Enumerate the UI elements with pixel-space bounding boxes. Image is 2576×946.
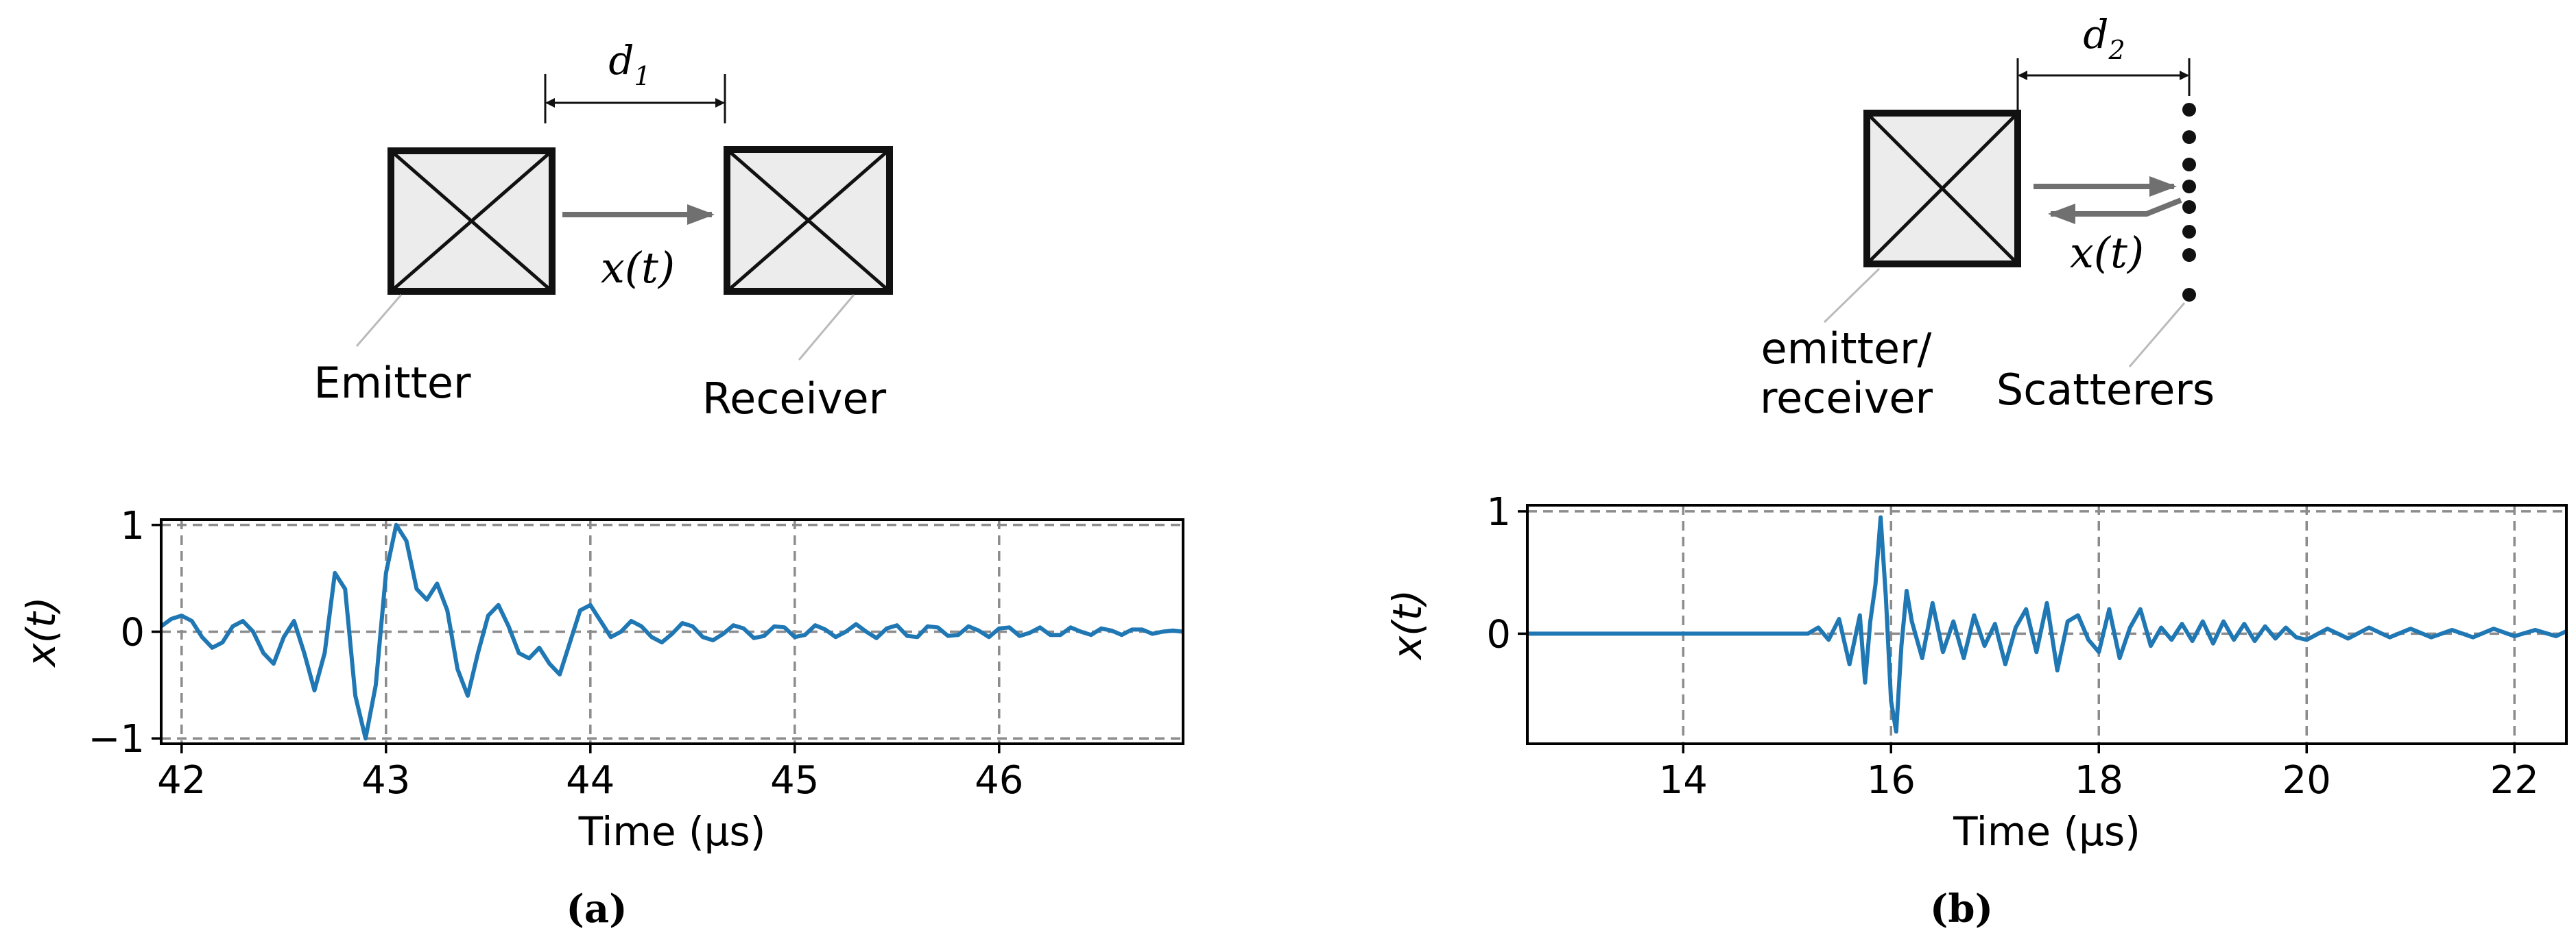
- caption-b: (b): [1930, 886, 1993, 932]
- x-tick-label: 16: [1867, 758, 1916, 803]
- emitter-receiver-label: emitter/receiver: [1760, 324, 1933, 423]
- x-tick-label: 20: [2282, 758, 2331, 803]
- y-axis-label: x(t): [1384, 590, 1431, 661]
- x-axis-label: Time (μs): [578, 808, 766, 855]
- signal-series-line: [160, 522, 1184, 741]
- scatterers-label: Scatterers: [1996, 365, 2215, 415]
- y-tick-label: 0: [120, 611, 145, 655]
- panel-b-diagram: d2 x(t) emitter/receiver Scatterers: [1760, 11, 2215, 423]
- scatterer-dots: [2182, 103, 2196, 302]
- emitter-receiver-transducer-icon: [1863, 110, 2021, 267]
- x-tick-label: 46: [975, 758, 1023, 803]
- x-axis-label: Time (μs): [1953, 808, 2140, 855]
- caption-a: (a): [566, 886, 627, 932]
- x-tick-label: 42: [157, 758, 206, 803]
- panel-a-diagram: d1 x(t) Emitter Receiver: [313, 37, 893, 424]
- signal-series-line: [1527, 515, 2568, 734]
- x-tick-label: 14: [1659, 758, 1708, 803]
- receiver-transducer-icon: [724, 146, 893, 295]
- emitter-label: Emitter: [313, 358, 471, 408]
- signal-label: x(t): [601, 243, 675, 293]
- y-tick-label: 0: [1486, 612, 1511, 657]
- distance-label: d1: [608, 37, 650, 91]
- distance-label: d2: [2083, 11, 2125, 65]
- x-tick-label: 22: [2490, 758, 2539, 803]
- y-tick-label: −1: [88, 717, 145, 762]
- x-tick-label: 43: [361, 758, 410, 803]
- plot-frame: [1526, 504, 2568, 745]
- y-axis-label: x(t): [18, 596, 64, 668]
- x-tick-label: 45: [770, 758, 819, 803]
- signal-label: x(t): [2070, 228, 2144, 278]
- x-tick-label: 18: [2075, 758, 2123, 803]
- x-tick-label: 44: [566, 758, 615, 803]
- receiver-label: Receiver: [702, 374, 887, 424]
- emitter-transducer-icon: [387, 147, 556, 295]
- reflected-arrow: [2048, 197, 2182, 224]
- y-tick-label: 1: [120, 504, 145, 548]
- y-tick-label: 1: [1486, 490, 1511, 535]
